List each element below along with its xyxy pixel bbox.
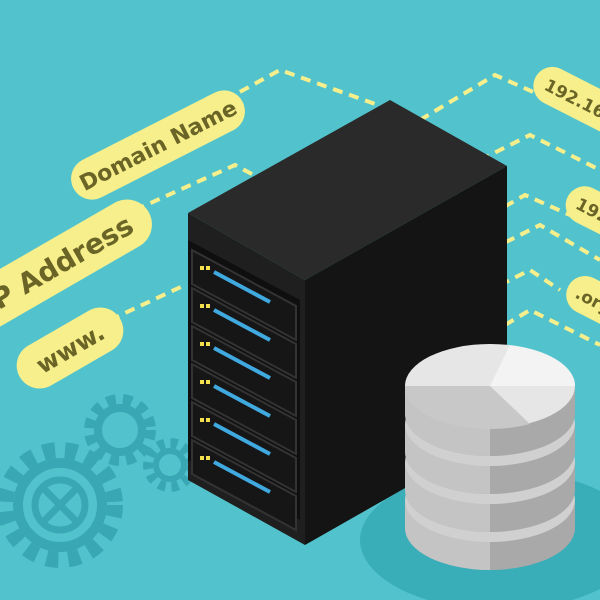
drive-light [213, 308, 271, 342]
label-ip-2: 192 [565, 186, 600, 253]
label-ip-1: 192.168.0 [533, 66, 600, 156]
gear-icons [0, 394, 197, 568]
drive-bay [191, 438, 297, 532]
led-icon [200, 418, 204, 422]
led-icon [206, 342, 210, 346]
led-icon [200, 380, 204, 384]
domain-name-text: Domain Name [76, 96, 242, 197]
database-icon [404, 344, 576, 570]
drive-light [213, 346, 271, 380]
gear-large-icon [0, 442, 123, 568]
led-icon [200, 304, 204, 308]
led-icon [200, 456, 204, 460]
drive-bay [191, 400, 297, 494]
drive-bay [191, 248, 297, 342]
label-www: www. [16, 307, 124, 389]
drive-bays [191, 248, 297, 532]
drive-light [213, 384, 271, 418]
database-shade [404, 386, 530, 429]
drive-light [213, 460, 271, 494]
drive-light [213, 422, 271, 456]
led-icon [206, 380, 210, 384]
gear-medium-icon [84, 394, 156, 466]
label-domain-name: Domain Name [71, 90, 245, 200]
led-icon [200, 266, 204, 270]
server-tower [188, 100, 507, 545]
drive-bay [191, 286, 297, 380]
gear-small-icon [143, 438, 197, 492]
led-icon [206, 304, 210, 308]
led-icon [206, 456, 210, 460]
drive-bay [191, 362, 297, 456]
led-icon [200, 342, 204, 346]
drive-bay [191, 324, 297, 418]
led-icon [206, 418, 210, 422]
led-icon [206, 266, 210, 270]
drive-light [213, 270, 271, 304]
database-highlight [490, 345, 576, 386]
